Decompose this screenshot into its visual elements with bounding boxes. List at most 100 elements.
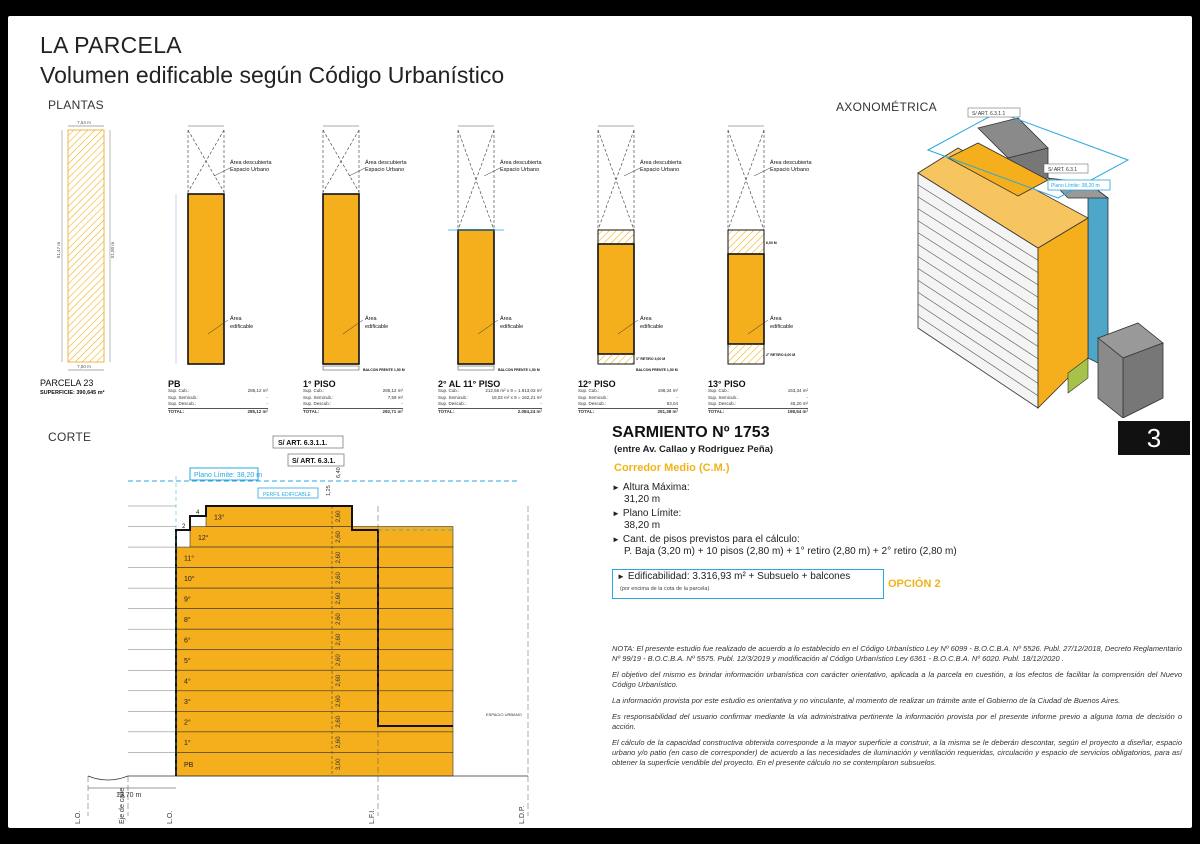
section-floor-height: 2,60: [336, 551, 342, 563]
parcel-dim-left: 51,47 m: [56, 242, 61, 259]
section-floor-height: 2,60: [336, 613, 342, 625]
axo-slab-line: [917, 315, 1039, 396]
section-floor-height: 2,60: [336, 572, 342, 584]
section-floor-label: PB: [184, 762, 194, 769]
piso13-retiro-dim: 6,00 M: [766, 241, 777, 245]
section-perfil: PERFIL EDIFICABLE: [263, 492, 312, 498]
edificabilidad-note: (por encima de la cota de la parcela): [620, 586, 710, 592]
altura-block: ►Altura Máxima: 31,20 m: [612, 482, 690, 505]
axo-label-plano: Plano Límite: 38,20 m: [1051, 183, 1100, 189]
section-bottom-eje: Eje de calle: [119, 788, 126, 824]
piso12-edif-1: Área: [640, 315, 653, 322]
section-floor-height: 2,60: [336, 654, 342, 666]
plan-2-11: Área descubierta Espacio Urbano Área edi…: [448, 125, 543, 372]
table-13: Sup. Cub.:153,34 m² Sup. Semicub.:- Sup.…: [708, 388, 808, 414]
section-floor-height: 2,60: [336, 592, 342, 604]
section-floor: [175, 649, 454, 671]
note-paragraph: NOTA: El presente estudio fue realizado …: [612, 644, 1182, 663]
piso13-desc-2: Espacio Urbano: [770, 167, 809, 173]
section-floor: [175, 628, 454, 651]
plano-block: ►Plano Límite: 38,20 m: [612, 508, 682, 531]
piso1-buildable: [322, 193, 360, 365]
pb-edif-1: Área: [230, 315, 243, 322]
section-floor-height: 2,60: [336, 736, 342, 748]
plan-1-piso: Área descubierta Espacio Urbano Área edi…: [322, 125, 408, 372]
section-floor-label: 1°: [184, 739, 191, 747]
pisos-block: ►Cant. de pisos previstos para el cálcul…: [612, 534, 957, 557]
piso12-desc-2: Espacio Urbano: [640, 167, 679, 173]
section-corte: CORTE: [48, 430, 92, 444]
arrow-icon: ►: [612, 509, 620, 518]
pb-edif-2: edificable: [230, 324, 253, 330]
piso13-desc-1: Área descubierta: [770, 159, 813, 166]
pb-buildable: [187, 193, 225, 365]
section-floor-label: 13°: [214, 513, 225, 521]
axo-slab-line: [917, 256, 1039, 335]
section-bottom-lo-1: L.O.: [75, 811, 82, 824]
axo-slab-line: [917, 280, 1039, 360]
axo-slab-line: [917, 303, 1039, 384]
piso12-balcon: BALCON FRENTE 1,50 M: [636, 368, 678, 372]
section-floor: [175, 567, 454, 589]
district: Corredor Medio (C.M.): [614, 462, 730, 474]
section-floor: [175, 731, 454, 753]
piso1-edif-2: edificable: [365, 324, 388, 330]
piso1-edif-1: Área: [365, 315, 378, 322]
section-drawing: S/ ART. 6.3.1.1. S/ ART. 6.3.1. 6,40 1,2…: [75, 435, 529, 824]
table-1: Sup. Cub.:285,12 m² Sup. Semicub.:7,59 m…: [303, 388, 403, 414]
plan-label-1: 1° PISO: [303, 379, 336, 389]
section-floor-label: 9°: [184, 595, 191, 603]
plan-parcela: 7,54 m 51,47 m 51,80 m 7,50 m: [56, 120, 115, 371]
plan-label-2-11: 2° AL 11° PISO: [438, 379, 501, 389]
section-floor: [175, 669, 454, 692]
section-axonometrica: AXONOMÉTRICA: [836, 100, 937, 114]
section-floor: [175, 752, 454, 777]
section-floor: [175, 711, 454, 733]
piso12-desc-1: Área descubierta: [640, 159, 683, 166]
note-paragraph: La información provista por este estudio…: [612, 696, 1121, 705]
sheet: LA PARCELA Volumen edificable según Códi…: [8, 16, 1192, 828]
option-label: OPCIÓN 2: [888, 578, 941, 590]
section-floor-label: 4°: [184, 678, 191, 686]
section-plano-limite: Plano Límite: 38,20 m: [194, 472, 262, 479]
note-paragraph: El objetivo del mismo es brindar informa…: [612, 670, 1182, 689]
section-plantas: PLANTAS: [48, 98, 104, 112]
axonometric-drawing: S/ ART. 6.3.1.1 S/ ART. 6.3.1 Plano Lími…: [917, 107, 1164, 418]
address: SARMIENTO Nº 1753: [612, 424, 770, 441]
pb-desc-2: Espacio Urbano: [230, 167, 269, 173]
piso13-buildable: [727, 253, 765, 345]
section-espacio: ESPACIO URBANO: [486, 712, 522, 717]
section-bottom-lo-2: L.O.: [167, 811, 174, 824]
plan-pb: Área descubierta Espacio Urbano Área edi…: [175, 125, 273, 365]
piso13-edif-2: edificable: [770, 324, 793, 330]
section-retiro-2: 2: [182, 524, 186, 530]
plan-label-pb: PB: [168, 379, 181, 389]
page-title: LA PARCELA: [40, 32, 182, 58]
plan-label-parcela: PARCELA 23: [40, 378, 94, 388]
section-floor-height: 2,60: [336, 633, 342, 645]
axo-slab-line: [917, 220, 1039, 298]
edificabilidad: ►Edificabilidad: 3.316,93 m² + Subsuelo …: [617, 571, 851, 582]
table-12: Sup. Cub.:198,34 m² Sup. Semicub.:- Sup.…: [578, 388, 678, 414]
table-pb: Sup. Cub.:285,12 m² Sup. Semicub.:- Sup.…: [168, 388, 268, 414]
section-floor-height: 2,60: [336, 510, 342, 522]
arrow-icon: ►: [617, 572, 625, 581]
section-floor-label: 8°: [184, 616, 191, 624]
parcel-area: [67, 129, 105, 363]
axo-slab-line: [917, 184, 1039, 261]
section-floor-label: 10°: [184, 575, 195, 583]
plan-label-12: 12° PISO: [578, 379, 616, 389]
section-floor-height: 2,60: [336, 695, 342, 707]
parcel-dim-right: 51,80 m: [110, 242, 115, 259]
piso13-edif-1: Área: [770, 315, 783, 322]
section-floor-height: 3,00: [336, 758, 342, 770]
piso2-buildable: [457, 229, 495, 365]
section-floor-label: 12°: [198, 534, 209, 542]
section-art-6311: S/ ART. 6.3.1.1.: [278, 440, 327, 447]
section-art-631: S/ ART. 6.3.1.: [292, 458, 335, 465]
axo-slab-line: [917, 291, 1039, 372]
pb-desc-1: Área descubierta: [230, 159, 273, 166]
piso12-retiro: 1° RETIRO 3,00 M: [636, 357, 665, 361]
section-floor: [175, 690, 454, 712]
notes: NOTA: El presente estudio fue realizado …: [612, 644, 1182, 774]
